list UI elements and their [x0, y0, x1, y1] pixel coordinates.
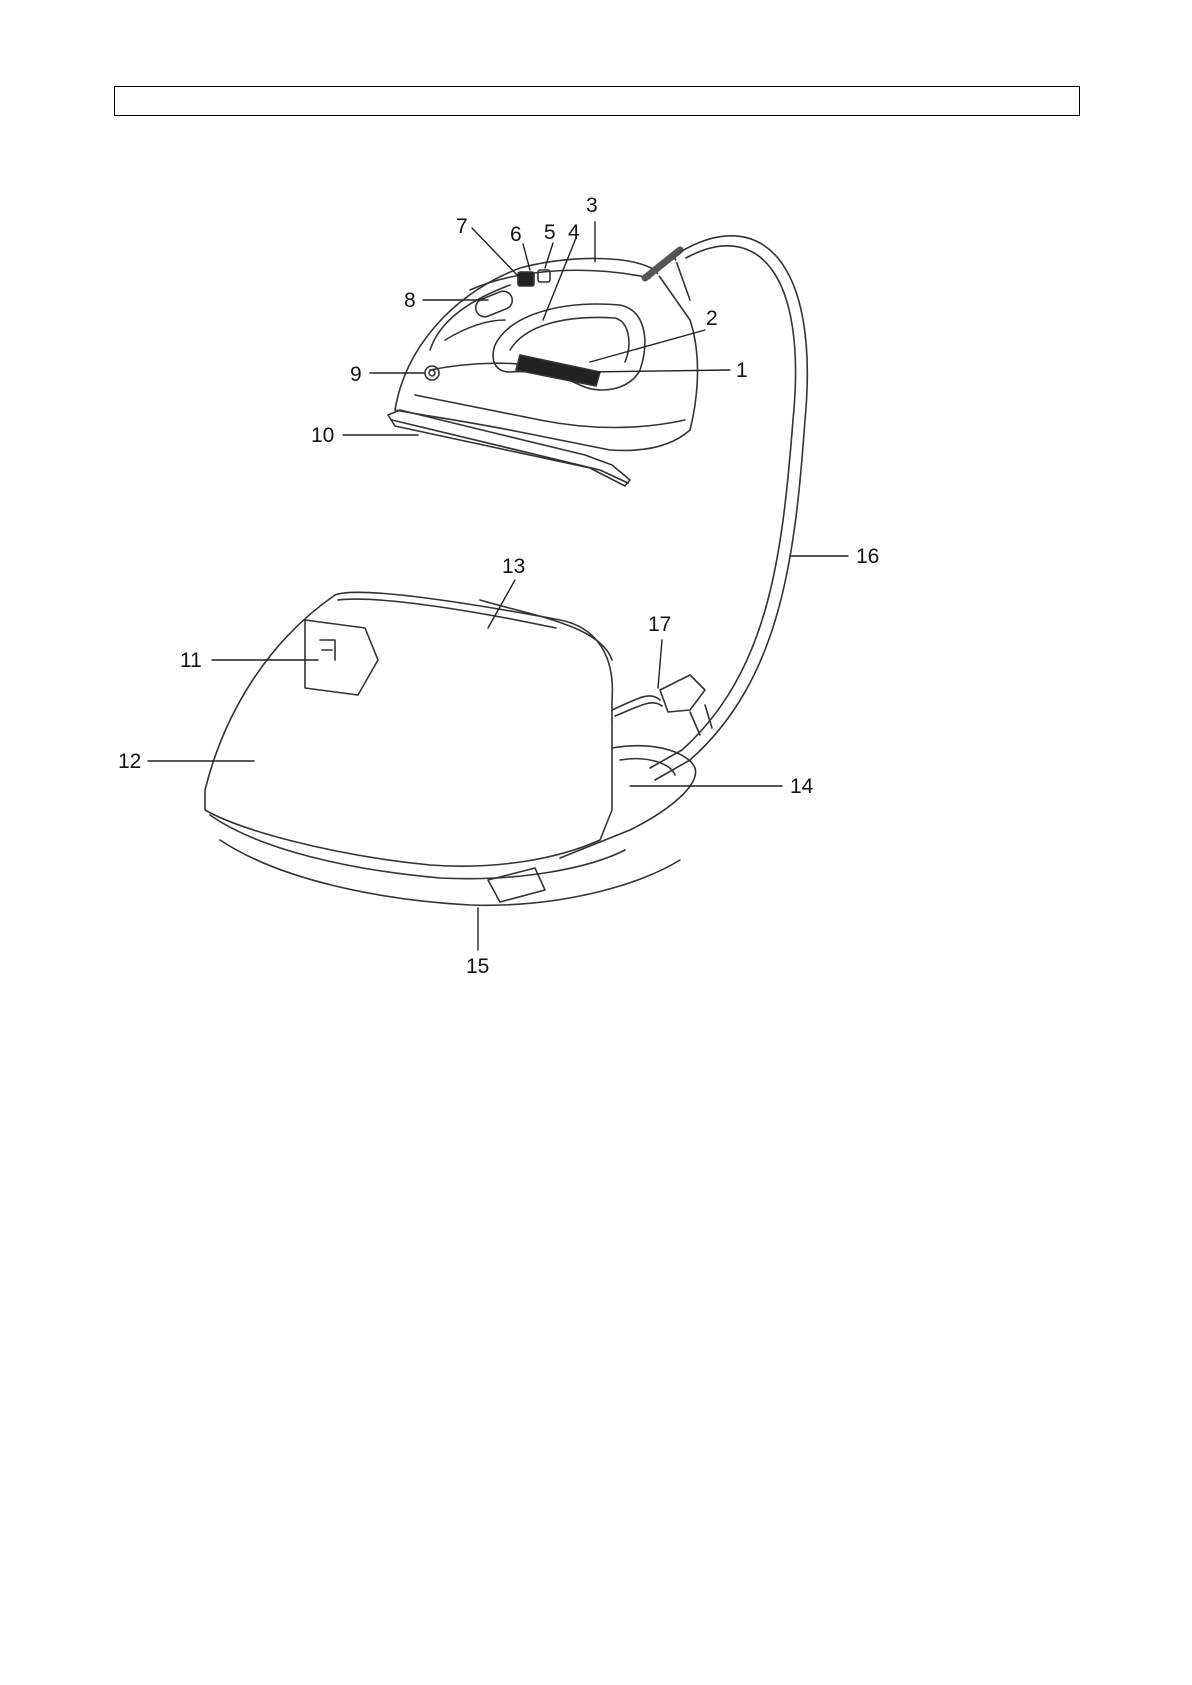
switch-6: [518, 272, 534, 286]
front-latch: [488, 868, 545, 902]
steam-iron-diagram: [0, 0, 1192, 1000]
base-tray: [560, 746, 696, 858]
callout-2: 2: [706, 308, 718, 329]
callout-13: 13: [502, 556, 525, 577]
callout-5: 5: [544, 222, 556, 243]
callout-6: 6: [510, 224, 522, 245]
callout-15: 15: [466, 956, 489, 977]
spray-nozzle: [425, 366, 439, 380]
steam-button-8: [473, 289, 515, 320]
callout-17: 17: [648, 614, 671, 635]
callout-10: 10: [311, 425, 334, 446]
callout-4: 4: [568, 222, 580, 243]
base-station: [205, 592, 712, 905]
callout-12: 12: [118, 751, 141, 772]
fill-cap: [305, 620, 378, 695]
water-tank: [205, 595, 612, 866]
power-cord: [612, 675, 712, 735]
iron: [388, 250, 698, 486]
callout-8: 8: [404, 290, 416, 311]
callout-14: 14: [790, 776, 813, 797]
temperature-dial: [516, 355, 600, 386]
callout-11: 11: [180, 650, 202, 671]
callout-16: 16: [856, 546, 879, 567]
callout-7: 7: [456, 216, 468, 237]
callout-3: 3: [586, 195, 598, 216]
callout-1: 1: [736, 360, 748, 381]
leader-lines: [148, 222, 848, 950]
callout-9: 9: [350, 364, 362, 385]
